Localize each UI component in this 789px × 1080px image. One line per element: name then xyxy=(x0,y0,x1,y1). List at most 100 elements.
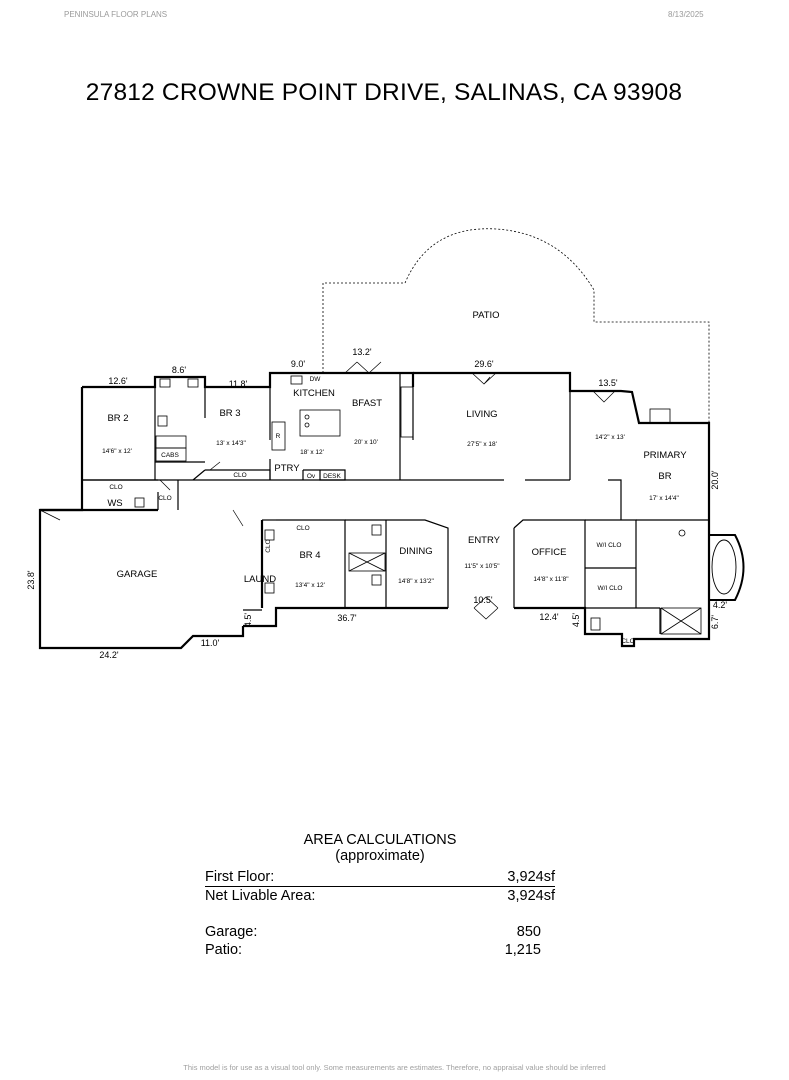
sink-icon xyxy=(187,378,199,388)
patio-label: PATIO xyxy=(472,310,499,321)
area-label: Patio: xyxy=(205,942,243,958)
fireplace-icon xyxy=(649,408,671,424)
cooktop-icon xyxy=(304,422,310,428)
kitchen-label: KITCHEN xyxy=(293,388,335,399)
dim-36-7: 36.7' xyxy=(337,613,357,623)
br2-label: BR 2 xyxy=(107,413,128,424)
area-label: Net Livable Area: xyxy=(205,888,316,904)
clo-label: CLO xyxy=(233,472,246,479)
area-row: Garage: 850 xyxy=(205,923,555,941)
area-row: First Floor: 3,924sf xyxy=(205,868,555,887)
br3-size: 13' x 14'3" xyxy=(216,440,246,447)
dim-12-4: 12.4' xyxy=(539,612,559,622)
door-swings xyxy=(39,361,616,620)
bfast-label: BFAST xyxy=(352,398,382,409)
ws-icon xyxy=(134,497,145,508)
cabs xyxy=(155,447,187,462)
area-subtitle: (approximate) xyxy=(335,848,425,864)
sink-icon xyxy=(290,375,303,385)
dim-23-8: 23.8' xyxy=(26,570,36,590)
primary-size: 17' x 14'4" xyxy=(649,495,679,502)
office-size: 14'8" x 11'8" xyxy=(533,576,569,583)
refrigerator xyxy=(271,421,286,451)
tub-icon xyxy=(155,435,187,449)
exterior-walls xyxy=(38,371,711,650)
toilet-icon xyxy=(371,524,382,536)
shower-icon xyxy=(660,607,702,635)
dim-24-2: 24.2' xyxy=(99,650,119,660)
clo-label: CLO xyxy=(296,525,309,532)
area-value: 3,924sf xyxy=(507,888,555,904)
desk-label: DESK xyxy=(323,473,341,480)
interior-walls xyxy=(82,373,709,634)
office-label: OFFICE xyxy=(532,547,567,558)
bay-window xyxy=(709,534,745,601)
br4-label: BR 4 xyxy=(299,550,320,561)
clo-label: CLO xyxy=(158,495,171,502)
toilet-icon xyxy=(157,415,168,427)
pantry-label: PTRY xyxy=(274,463,300,474)
company-name: PENINSULA FLOOR PLANS xyxy=(64,10,168,19)
clo-label: CLO xyxy=(621,638,634,645)
dim-12-6: 12.6' xyxy=(108,376,128,386)
sink-icon xyxy=(264,529,275,541)
kitchen-island xyxy=(299,409,341,437)
dim-8-6: 8.6' xyxy=(172,365,187,375)
laundry-label: LAUND xyxy=(244,574,276,585)
oven-label: Ov xyxy=(307,473,316,480)
dim-4-5: 4.5' xyxy=(571,613,581,628)
area-value: 850 xyxy=(516,924,541,940)
area-row: Net Livable Area: 3,924sf xyxy=(205,887,555,905)
bfast-size: 20' x 10' xyxy=(354,439,378,446)
property-address-title: 27812 CROWNE POINT DRIVE, SALINAS, CA 93… xyxy=(85,79,683,106)
sink-icon xyxy=(264,582,275,594)
dim-6-7: 6.7' xyxy=(710,615,720,630)
sink-icon xyxy=(159,378,171,388)
dim-20-0: 20.0' xyxy=(710,470,720,490)
area-label: First Floor: xyxy=(205,869,275,885)
area-row: Patio: 1,215 xyxy=(205,941,555,959)
area-calculations: AREA CALCULATIONS (approximate) First Fl… xyxy=(205,832,555,959)
entry-size: 11'5" x 10'5" xyxy=(464,563,500,570)
toilet-icon xyxy=(371,574,382,586)
living-label: LIVING xyxy=(466,409,497,420)
fixtures xyxy=(134,375,702,635)
garage-label: GARAGE xyxy=(117,569,158,580)
dining-size: 14'8" x 13'2" xyxy=(398,578,434,585)
toilet-icon xyxy=(590,617,601,631)
walk-in-closet-label-2: W/I CLO xyxy=(598,585,623,592)
br3-label: BR 3 xyxy=(219,408,240,419)
primary-label: PRIMARY xyxy=(643,450,687,461)
living-size: 27'5" x 18' xyxy=(467,441,497,448)
range-icon xyxy=(400,386,414,438)
tub-icon xyxy=(711,539,737,595)
dim-9-0: 9.0' xyxy=(291,359,306,369)
clo-label: CLO xyxy=(265,539,272,552)
kitchen-size: 18' x 12' xyxy=(300,449,324,456)
dim-4-5: 4.5' xyxy=(243,613,253,628)
dw-label: DW xyxy=(310,376,322,383)
dim-4-2: 4.2' xyxy=(713,600,728,610)
area-label: Garage: xyxy=(205,924,258,940)
patio-outline xyxy=(322,228,710,422)
cooktop-icon xyxy=(304,414,310,420)
dim-13-2: 13.2' xyxy=(352,347,372,357)
dim-10-5: 10.5' xyxy=(473,595,493,605)
cabs-label: CABS xyxy=(161,452,179,459)
walk-in-closet-label: W/I CLO xyxy=(597,542,622,549)
clo-label: CLO xyxy=(109,484,122,491)
br2-size: 14'6" x 12' xyxy=(102,448,132,455)
area-title: AREA CALCULATIONS xyxy=(303,832,457,848)
date-stamp: 8/13/2025 xyxy=(668,10,704,19)
sink-icon xyxy=(678,529,686,537)
dining-label: DINING xyxy=(399,546,432,557)
dim-13-5: 13.5' xyxy=(598,378,618,388)
disclaimer-footer: This model is for use as a visual tool o… xyxy=(183,1063,606,1072)
refrigerator-label: R xyxy=(276,433,281,440)
shower-icon xyxy=(348,552,386,572)
area-value: 3,924sf xyxy=(507,869,555,885)
primary-label-2: BR xyxy=(658,471,671,482)
entry-label: ENTRY xyxy=(468,535,501,546)
ws-label: WS xyxy=(107,498,122,509)
floor-plan: PATIO BR 2 14'6" x 12' BR 3 13' x 14'3" … xyxy=(26,228,745,660)
